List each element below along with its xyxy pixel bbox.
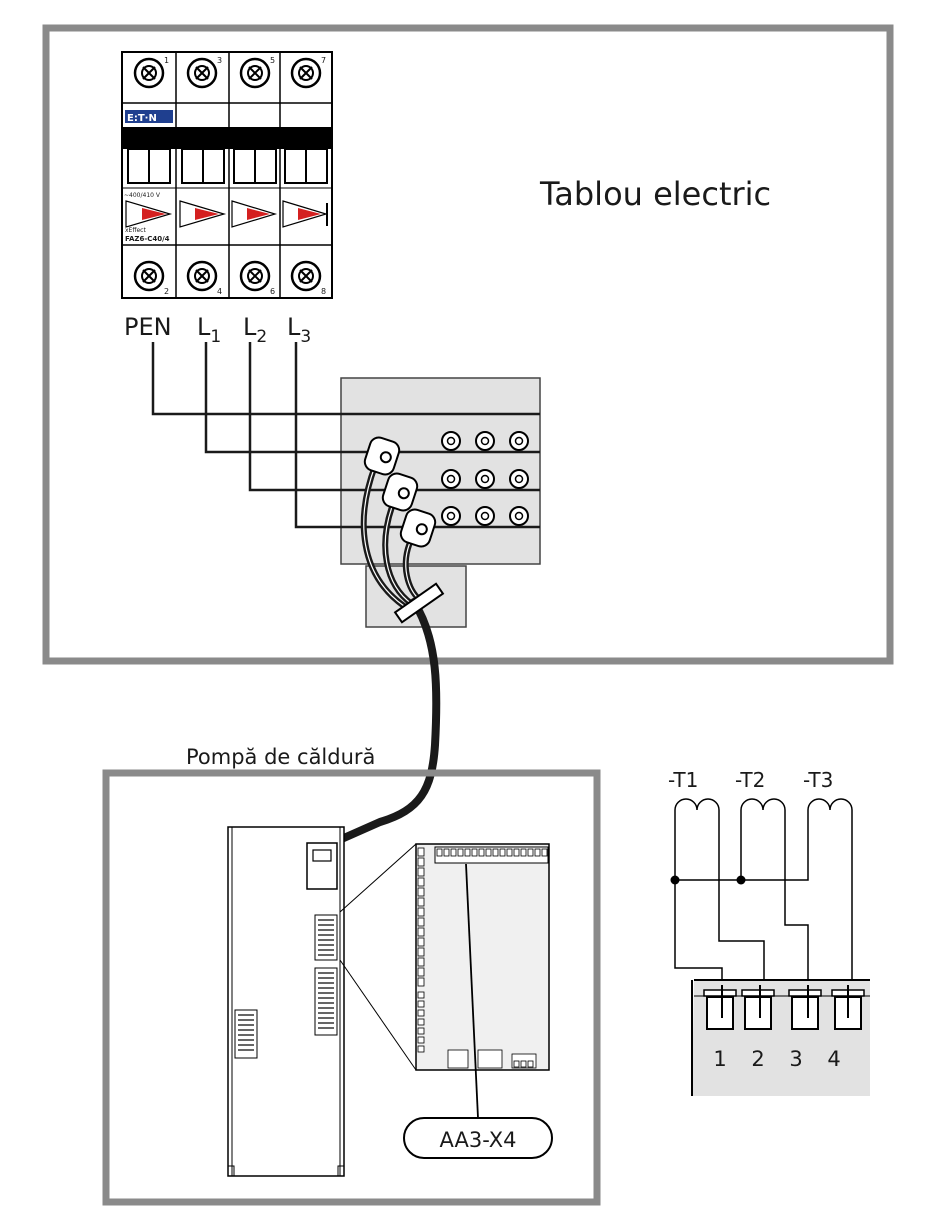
model-text: FAZ6-C40/4 (125, 235, 170, 243)
conductor-label-l3-sub: 3 (300, 327, 311, 347)
sensor-wiring (674, 825, 853, 1000)
breaker-handle-band (122, 127, 332, 149)
terminal-block (692, 980, 870, 1096)
brand-logo (125, 110, 173, 123)
terminal-number-1: 1 (164, 56, 169, 65)
conductor-label-l1-sub: 1 (210, 327, 221, 347)
sensor-coils (674, 798, 853, 825)
terminal-number-2: 2 (164, 287, 169, 296)
terminal-number-8: 8 (321, 287, 326, 296)
conductor-label-l1: L1 (197, 313, 221, 347)
conductor-label-l2-sub: 2 (256, 327, 267, 347)
terminal-studs (441, 431, 529, 526)
terminal-number-7: 7 (321, 56, 326, 65)
connector-callout (403, 1117, 553, 1159)
terminal-number-4: 4 (217, 287, 222, 296)
terminal-number-6: 6 (270, 287, 275, 296)
terminal-number-x4-4: 4 (827, 1047, 840, 1071)
bottom-screw-terminals (133, 260, 322, 292)
top-screw-terminals (133, 57, 322, 89)
terminal-number-x4-1: 1 (713, 1047, 726, 1071)
electrical-panel-frame (42, 24, 894, 665)
panel-title: Tablou electric (539, 175, 771, 213)
terminal-number-x4-2: 2 (751, 1047, 764, 1071)
conductor-wires (151, 342, 540, 529)
zoom-line-top (339, 843, 417, 913)
conductor-label-pen: PEN (124, 313, 172, 341)
terminal-detail: -T1 -T2 -T3 (668, 768, 870, 1096)
conductor-label-l2: L2 (243, 313, 267, 347)
terminal-wire-ends (721, 985, 849, 1018)
sensor-label-t1: -T1 (668, 768, 698, 792)
circuit-breaker: 1 3 5 7 E:T·N ~400/410 V (121, 51, 333, 299)
heat-pump-unit (227, 826, 345, 1177)
trip-indicators (125, 200, 329, 228)
sensor-label-t2: -T2 (735, 768, 765, 792)
conductor-label-l3: L3 (287, 313, 311, 347)
connector-label: AA3-X4 (440, 1128, 517, 1152)
junction-dot-2 (736, 875, 746, 885)
vent-upper (314, 914, 338, 961)
junction-dot-1 (670, 875, 680, 885)
breaker-handles (127, 148, 328, 184)
terminal-number-5: 5 (270, 56, 275, 65)
terminal-number-3: 3 (217, 56, 222, 65)
current-transformer-clamps (363, 436, 437, 548)
main-signal-cable (324, 598, 441, 849)
connector-callout-line (465, 863, 479, 1119)
brand-logo-text: E:T·N (127, 113, 157, 124)
terminal-number-x4-3: 3 (789, 1047, 802, 1071)
sub-brand-text: xEffect (125, 227, 146, 234)
sensor-label-t3: -T3 (803, 768, 833, 792)
cable-tie (393, 582, 445, 624)
heat-pump-frame (102, 769, 601, 1206)
heat-pump-title: Pompă de căldură (186, 745, 375, 769)
control-board (415, 843, 550, 1071)
zoom-line-bottom (339, 959, 417, 1071)
rating-text: ~400/410 V (124, 192, 161, 199)
vent-lower (234, 1009, 258, 1059)
